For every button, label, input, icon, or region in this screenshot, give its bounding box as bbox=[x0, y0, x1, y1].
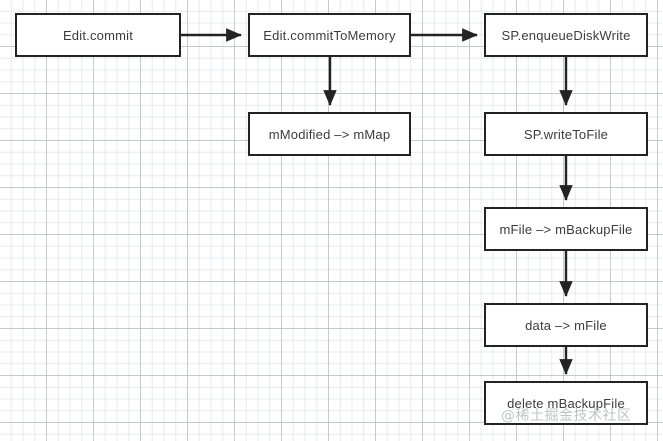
node-label: Edit.commit bbox=[62, 27, 134, 43]
node-write-to-file[interactable]: SP.writeToFile bbox=[484, 112, 648, 156]
node-label: mModified –> mMap bbox=[268, 126, 391, 142]
node-label: Edit.commitToMemory bbox=[263, 27, 396, 43]
node-mmodified-mmap[interactable]: mModified –> mMap bbox=[248, 112, 411, 156]
node-mfile-mbackupfile[interactable]: mFile –> mBackupFile bbox=[484, 207, 648, 251]
node-commit-to-memory[interactable]: Edit.commitToMemory bbox=[248, 13, 411, 57]
node-delete-mbackupfile[interactable]: delete mBackupFile bbox=[484, 381, 648, 425]
node-label: data –> mFile bbox=[525, 317, 607, 333]
node-data-mfile[interactable]: data –> mFile bbox=[484, 303, 648, 347]
node-label: delete mBackupFile bbox=[507, 395, 625, 411]
node-label: SP.writeToFile bbox=[523, 126, 609, 142]
watermark: @稀土掘金技术社区 bbox=[501, 408, 632, 424]
node-label: mFile –> mBackupFile bbox=[499, 221, 633, 237]
node-enqueue-disk-write[interactable]: SP.enqueueDiskWrite bbox=[484, 13, 648, 57]
node-edit-commit[interactable]: Edit.commit bbox=[15, 13, 181, 57]
node-label: SP.enqueueDiskWrite bbox=[501, 27, 631, 43]
